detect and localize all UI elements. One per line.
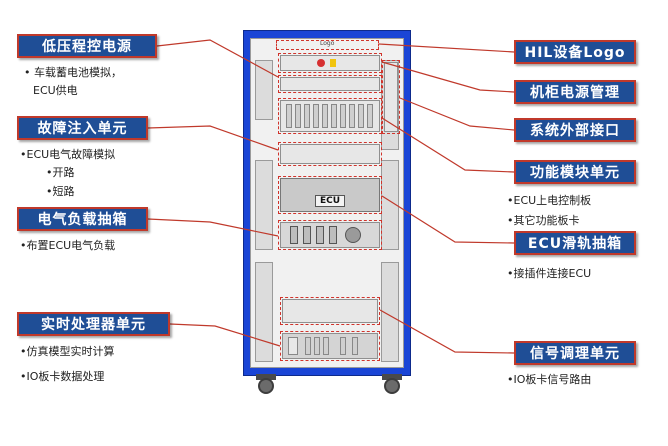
processor-card: [323, 337, 329, 355]
label-function-module: 功能模块单元: [514, 160, 636, 184]
label-electrical-load: 电气负载抽箱: [17, 207, 148, 231]
leader-signal-conditioning: [379, 309, 515, 354]
fault-injection-panel: [280, 144, 380, 164]
label-hil-logo: HIL设备Logo: [514, 40, 636, 64]
low-voltage-supply-panel: [280, 77, 380, 91]
note-real-time-processor-1: •仿真模型实时计算: [20, 345, 115, 358]
label-real-time-processor: 实时处理器单元: [17, 312, 170, 336]
leader-external-interface: [399, 97, 515, 131]
power-switch-icon: [330, 59, 336, 67]
label-power-management: 机柜电源管理: [514, 80, 636, 104]
module-card: [340, 104, 346, 128]
note-fault-injection-2: •开路: [46, 166, 75, 179]
logo-area: [276, 40, 379, 50]
module-card: [313, 104, 319, 128]
processor-card: [340, 337, 346, 355]
load-component-icon: [303, 226, 311, 244]
leader-real-time-processor: [169, 323, 281, 347]
label-fault-injection: 故障注入单元: [17, 116, 148, 140]
module-card: [358, 104, 364, 128]
leader-hil-logo: [378, 43, 515, 53]
leader-power-management: [381, 61, 515, 93]
processor-card: [352, 337, 358, 355]
note-fault-injection-1: •ECU电气故障模拟: [20, 148, 116, 161]
label-signal-conditioning: 信号调理单元: [514, 341, 636, 365]
processor-card: [314, 337, 320, 355]
note-low-voltage-supply-1: • 车载蓄电池模拟，: [24, 66, 122, 79]
leader-ecu-drawer: [381, 195, 515, 244]
note-signal-conditioning-1: •IO板卡信号路由: [507, 373, 592, 386]
label-low-voltage-supply: 低压程控电源: [17, 34, 157, 58]
module-card: [322, 104, 328, 128]
module-card: [331, 104, 337, 128]
leader-electrical-load: [147, 218, 279, 237]
ecu-drawer: ECU: [280, 178, 380, 212]
leader-fault-injection: [147, 125, 279, 151]
low-voltage-supply-area: [278, 75, 382, 93]
load-motor-icon: [345, 227, 361, 243]
cabinet-logo-text: Logo: [320, 40, 335, 47]
signal-conditioning-area: [280, 297, 380, 325]
left-wheel-icon: [258, 378, 274, 394]
label-ecu-drawer: ECU滑轨抽箱: [514, 231, 636, 255]
processor-card: [305, 337, 311, 355]
label-external-interface: 系统外部接口: [514, 118, 636, 142]
leader-low-voltage-supply: [156, 39, 279, 78]
emergency-stop-icon: [317, 59, 325, 67]
real-time-processor-chassis: [282, 333, 378, 359]
external-interface-panel: [384, 62, 398, 132]
note-fault-injection-3: •短路: [46, 185, 75, 198]
left-side-panel-middle: [255, 160, 273, 250]
power-management-area: [278, 53, 382, 73]
module-card: [367, 104, 373, 128]
left-caster-mount: [256, 374, 276, 380]
module-card: [349, 104, 355, 128]
external-interface-area: [382, 60, 400, 134]
note-function-module-1: •ECU上电控制板: [507, 194, 592, 207]
processor-card: [288, 337, 298, 355]
left-side-panel-top: [255, 60, 273, 120]
module-card: [295, 104, 301, 128]
load-component-icon: [316, 226, 324, 244]
left-side-panel-bottom: [255, 262, 273, 362]
note-ecu-drawer-1: •接插件连接ECU: [507, 267, 592, 280]
module-card: [286, 104, 292, 128]
load-component-icon: [329, 226, 337, 244]
module-card: [304, 104, 310, 128]
note-function-module-2: •其它功能板卡: [507, 214, 580, 227]
electrical-load-area: [278, 220, 382, 250]
function-module-area: [278, 98, 382, 134]
note-low-voltage-supply-2: ECU供电: [33, 84, 78, 97]
signal-conditioning-panel: [282, 299, 378, 323]
note-electrical-load-1: •布置ECU电气负载: [20, 239, 116, 252]
right-wheel-icon: [384, 378, 400, 394]
ecu-drawer-area: [278, 176, 382, 214]
real-time-processor-area: [280, 331, 380, 361]
fault-injection-area: [278, 142, 382, 166]
load-component-icon: [290, 226, 298, 244]
leader-function-module: [381, 117, 515, 173]
note-real-time-processor-2: •IO板卡数据处理: [20, 370, 105, 383]
right-side-panel-bottom: [381, 262, 399, 362]
right-caster-mount: [382, 374, 402, 380]
ecu-label: ECU: [314, 195, 346, 207]
